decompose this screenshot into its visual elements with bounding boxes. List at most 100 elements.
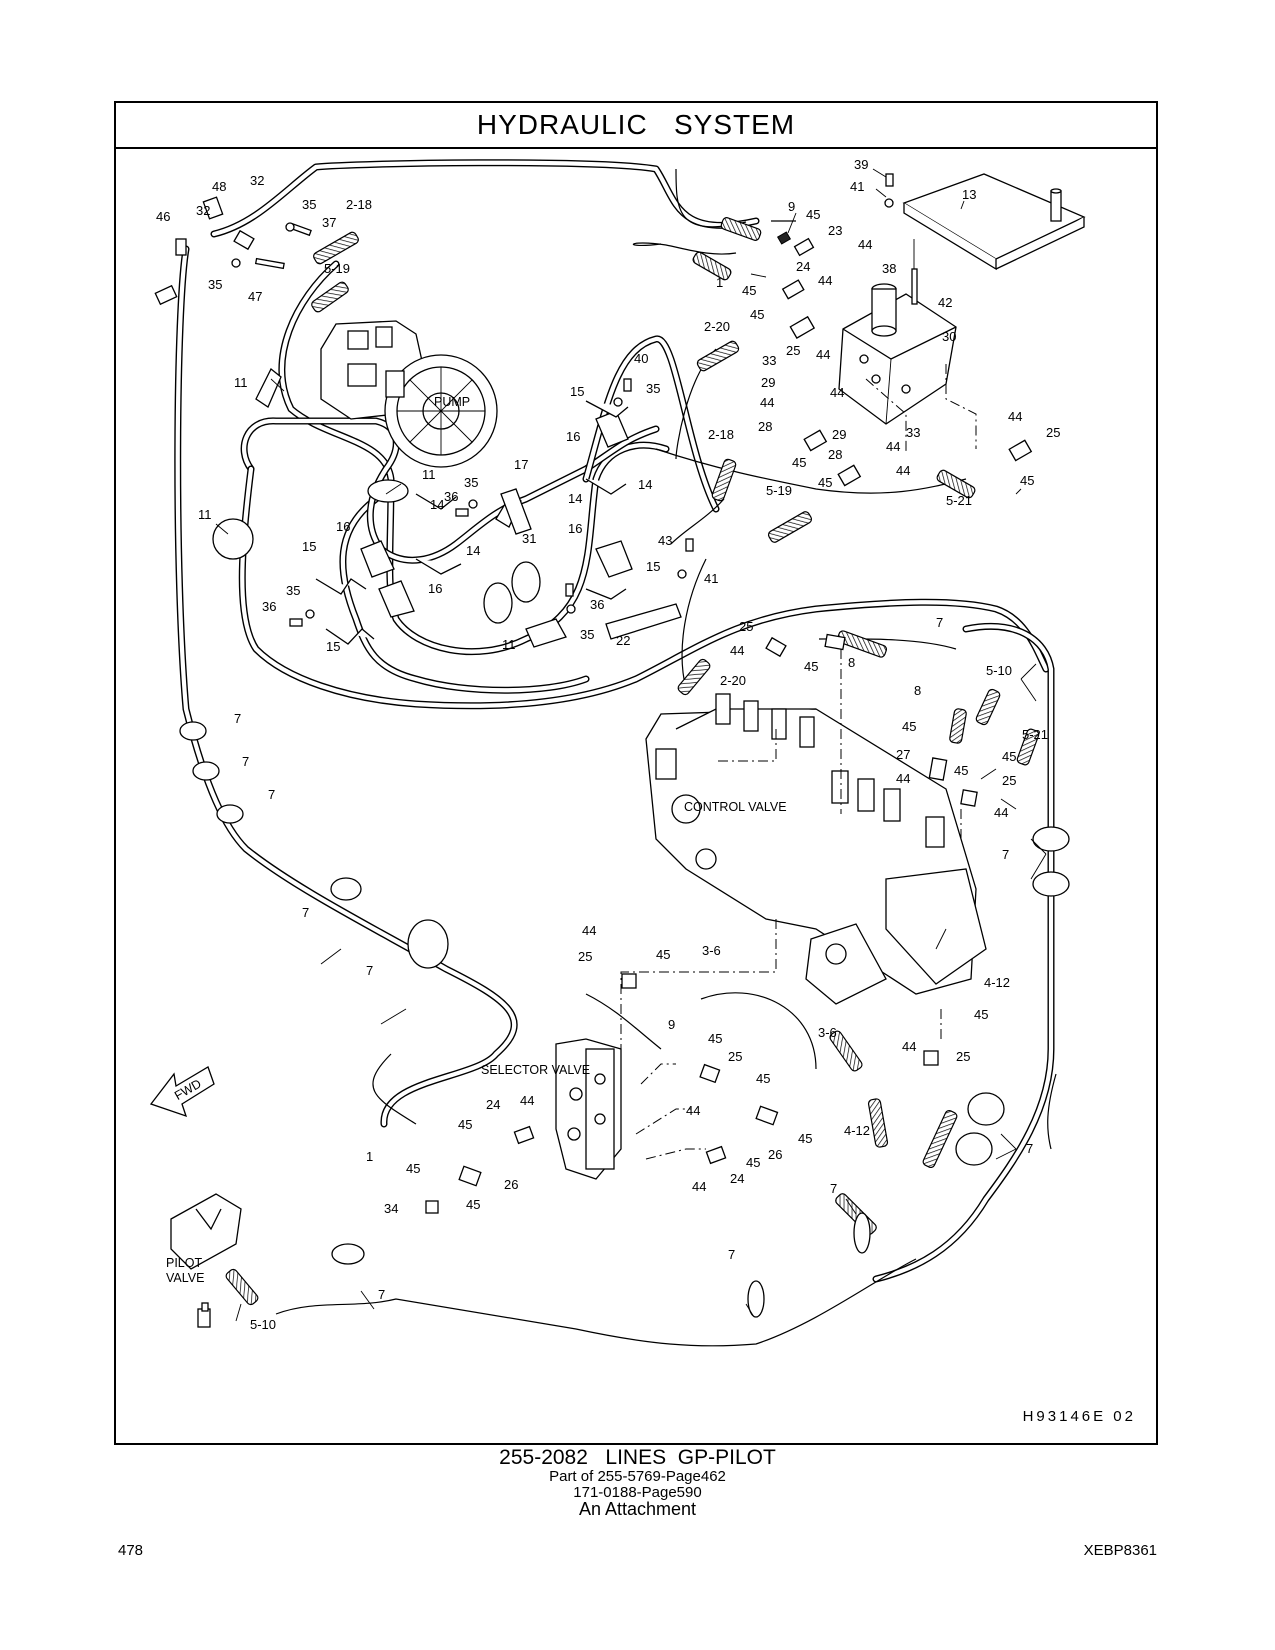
- callout-c38: 32: [250, 173, 264, 188]
- callout-c69: 14: [466, 543, 480, 558]
- callout-c12: 1: [716, 275, 723, 290]
- callout-c43: 2-18: [346, 197, 372, 212]
- control-valve-label: CONTROL VALVE: [684, 800, 787, 814]
- callout-c60: 22: [616, 633, 630, 648]
- callout-c13: 45: [742, 283, 756, 298]
- callout-c31: 2-18: [708, 427, 734, 442]
- callout-c129: 7: [378, 1287, 385, 1302]
- caption-reference: 171-0188-Page590: [573, 1484, 702, 1501]
- callout-c73: 36: [262, 599, 276, 614]
- callout-c70: 31: [522, 531, 536, 546]
- page-title: HYDRAULIC SYSTEM: [476, 109, 796, 140]
- callout-c33: 44: [1008, 409, 1022, 424]
- callout-c86: 45: [954, 763, 968, 778]
- callout-c35: 45: [1020, 473, 1034, 488]
- callout-c44: 35: [208, 277, 222, 292]
- caption-attachment: An Attachment: [578, 1499, 697, 1519]
- callout-c102: 4-12: [984, 975, 1010, 990]
- callout-c81: 5-10: [986, 663, 1012, 678]
- fittings: [154, 173, 1033, 1214]
- callout-c30: 45: [818, 475, 832, 490]
- callout-c41: 35: [302, 197, 316, 212]
- callout-c7: 44: [858, 237, 872, 252]
- callout-c115: 24: [486, 1097, 500, 1112]
- callout-c96: 7: [366, 963, 373, 978]
- callout-c82: 8: [914, 683, 921, 698]
- callout-c74: 15: [326, 639, 340, 654]
- callout-c112: 4-12: [844, 1123, 870, 1138]
- callout-c98: 44: [582, 923, 596, 938]
- callout-c18: 2-20: [704, 319, 730, 334]
- callout-c105: 25: [956, 1049, 970, 1064]
- callout-c6: 23: [828, 223, 842, 238]
- callout-c28: 28: [828, 447, 842, 462]
- hydraulic-diagram: PUMP: [149, 157, 1136, 1425]
- callout-c68: 15: [302, 539, 316, 554]
- callout-c101: 3-6: [702, 943, 721, 958]
- callout-c25: 33: [906, 425, 920, 440]
- manifold-block: [838, 173, 1086, 425]
- callout-c39: 32: [196, 203, 210, 218]
- callout-c123: 44: [692, 1179, 706, 1194]
- callout-c19: 33: [762, 353, 776, 368]
- callout-c15: 25: [786, 343, 800, 358]
- callout-c104: 44: [902, 1039, 916, 1054]
- callout-c122: 45: [466, 1197, 480, 1212]
- callout-c34: 25: [1046, 425, 1060, 440]
- callout-c1: 39: [854, 157, 868, 172]
- callout-c11: 42: [938, 295, 952, 310]
- callout-c29: 44: [896, 463, 910, 478]
- hoses: [225, 217, 1040, 1306]
- clamp-brackets: [315, 400, 682, 648]
- callout-c24: 29: [832, 427, 846, 442]
- callout-c2: 41: [850, 179, 864, 194]
- callout-c4: 9: [788, 199, 795, 214]
- callout-c124: 24: [730, 1171, 744, 1186]
- callout-c64: 36: [444, 489, 458, 504]
- callout-c36: 5-21: [946, 493, 972, 508]
- callout-c92: 7: [234, 711, 241, 726]
- pilot-valve-label-line2: VALVE: [166, 1271, 204, 1285]
- callout-c103: 45: [974, 1007, 988, 1022]
- callout-c90: 25: [1002, 773, 1016, 788]
- callout-c78: 45: [804, 659, 818, 674]
- callout-c79: 8: [848, 655, 855, 670]
- callout-c48: 40: [634, 351, 648, 366]
- callout-c94: 7: [268, 787, 275, 802]
- callout-c100: 45: [656, 947, 670, 962]
- callout-c75: 11: [502, 637, 516, 652]
- callout-c111: 44: [686, 1103, 700, 1118]
- callout-c57: 41: [704, 571, 718, 586]
- callout-c55: 43: [658, 533, 672, 548]
- callout-c56: 15: [646, 559, 660, 574]
- callout-c51: 16: [566, 429, 580, 444]
- callout-c59: 35: [580, 627, 594, 642]
- callout-c54: 16: [568, 521, 582, 536]
- callout-c91: 44: [994, 805, 1008, 820]
- control-valve: CONTROL VALVE: [645, 693, 987, 1005]
- callout-c32: 5-19: [766, 483, 792, 498]
- caption-part-of: Part of 255-5769-Page462: [549, 1468, 726, 1485]
- callout-c97: 7: [1002, 847, 1009, 862]
- callout-c113: 45: [798, 1131, 812, 1146]
- callout-c5: 45: [806, 207, 820, 222]
- callout-c109: 3-6: [818, 1025, 837, 1040]
- callout-c8: 24: [796, 259, 810, 274]
- callout-c9: 44: [818, 273, 832, 288]
- pump-gear-spokes: [397, 367, 485, 455]
- callout-c53: 14: [568, 491, 582, 506]
- callout-c22: 44: [830, 385, 844, 400]
- fwd-arrow-icon: FWD: [149, 1066, 215, 1118]
- drawing-code: H93146E 02: [1023, 1408, 1136, 1425]
- pilot-valve-label-line1: PILOT: [166, 1256, 202, 1270]
- callout-c71: 35: [286, 583, 300, 598]
- callout-c125: 45: [746, 1155, 760, 1170]
- callout-c49: 35: [646, 381, 660, 396]
- callout-c83: 2-20: [720, 673, 746, 688]
- callout-c84: 45: [902, 719, 916, 734]
- callout-leaders: [215, 168, 1047, 1322]
- callout-c77: 44: [730, 643, 744, 658]
- callout-c120: 26: [504, 1177, 518, 1192]
- pilot-valve: PILOT VALVE: [166, 1193, 242, 1328]
